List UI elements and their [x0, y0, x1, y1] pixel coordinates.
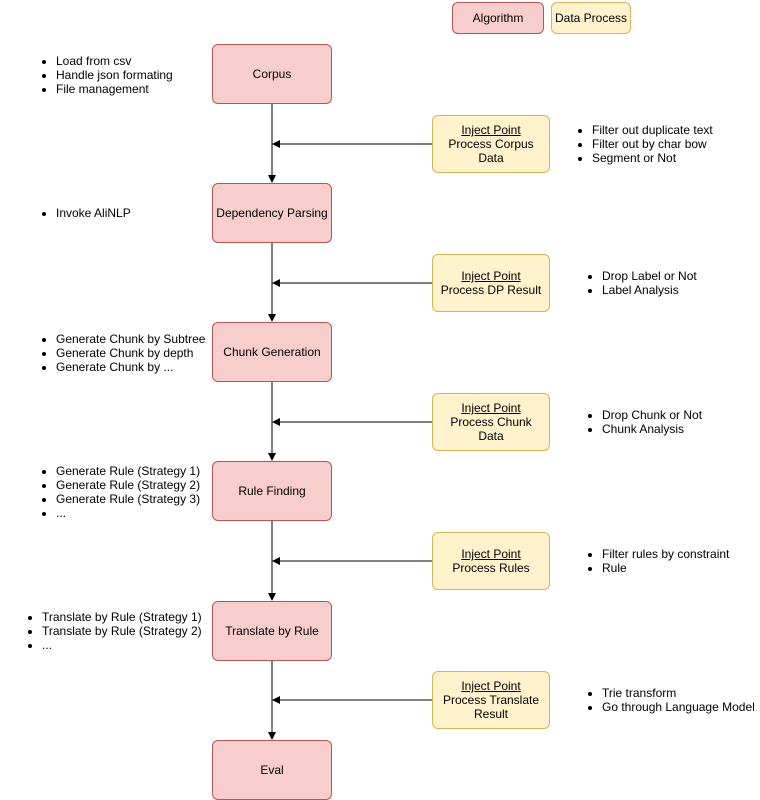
- inject-point-line: Process Chunk: [450, 415, 532, 429]
- inject-point-line: Process DP Result: [440, 283, 542, 297]
- translate-by-rule-notes: Translate by Rule (Strategy 1) Translate…: [26, 610, 202, 652]
- inject-point-translate-result: Inject Point Process Translate Result: [432, 671, 550, 729]
- step-label: Eval: [260, 763, 284, 777]
- inject-point-chunk-data: Inject Point Process Chunk Data: [432, 393, 550, 451]
- legend-data-process: Data Process: [551, 2, 631, 34]
- inject-rules-notes: Filter rules by constraint Rule: [586, 547, 729, 575]
- inject-point-corpus: Inject Point Process Corpus Data: [432, 115, 550, 173]
- list-item: Filter out by char bow: [592, 137, 713, 151]
- corpus-notes: Load from csv Handle json formating File…: [40, 54, 173, 96]
- inject-point-title: Inject Point: [461, 679, 521, 693]
- inject-point-title: Inject Point: [461, 269, 521, 283]
- step-translate-by-rule: Translate by Rule: [212, 601, 332, 661]
- list-item: Chunk Analysis: [602, 422, 702, 436]
- inject-dp-notes: Drop Label or Not Label Analysis: [586, 269, 697, 297]
- step-chunk-generation: Chunk Generation: [212, 322, 332, 382]
- list-item: Generate Rule (Strategy 1): [56, 464, 200, 478]
- dependency-parsing-notes: Invoke AliNLP: [40, 206, 131, 220]
- inject-point-title: Inject Point: [461, 401, 521, 415]
- list-item: Generate Chunk by depth: [56, 346, 205, 360]
- list-item: Drop Label or Not: [602, 269, 697, 283]
- list-item: Drop Chunk or Not: [602, 408, 702, 422]
- list-item: Rule: [602, 561, 729, 575]
- inject-point-title: Inject Point: [461, 123, 521, 137]
- list-item: Handle json formating: [56, 68, 173, 82]
- step-label: Rule Finding: [238, 484, 306, 498]
- list-item: Go through Language Model: [602, 700, 755, 714]
- chunk-generation-notes: Generate Chunk by Subtree Generate Chunk…: [40, 332, 205, 374]
- inject-point-line: Process Rules: [452, 561, 530, 575]
- step-label: Dependency Parsing: [216, 206, 328, 220]
- legend-algorithm: Algorithm: [452, 2, 544, 34]
- list-item: Generate Chunk by Subtree: [56, 332, 205, 346]
- legend-algorithm-label: Algorithm: [472, 11, 524, 25]
- list-item: Translate by Rule (Strategy 1): [42, 610, 202, 624]
- inject-chunk-notes: Drop Chunk or Not Chunk Analysis: [586, 408, 702, 436]
- inject-translate-notes: Trie transform Go through Language Model: [586, 686, 755, 714]
- list-item: Translate by Rule (Strategy 2): [42, 624, 202, 638]
- inject-point-title: Inject Point: [461, 547, 521, 561]
- inject-corpus-notes: Filter out duplicate text Filter out by …: [576, 123, 713, 165]
- list-item: Label Analysis: [602, 283, 697, 297]
- step-corpus: Corpus: [212, 44, 332, 104]
- step-eval: Eval: [212, 740, 332, 800]
- inject-point-line: Process Translate: [442, 693, 540, 707]
- list-item: ...: [42, 638, 202, 652]
- inject-point-line: Result: [473, 707, 508, 721]
- step-label: Corpus: [252, 67, 292, 81]
- list-item: Invoke AliNLP: [56, 206, 131, 220]
- inject-point-dp-result: Inject Point Process DP Result: [432, 254, 550, 312]
- list-item: File management: [56, 82, 173, 96]
- list-item: Generate Chunk by ...: [56, 360, 205, 374]
- step-label: Translate by Rule: [225, 624, 319, 638]
- rule-finding-notes: Generate Rule (Strategy 1) Generate Rule…: [40, 464, 200, 520]
- list-item: ...: [56, 506, 200, 520]
- inject-point-line: Data: [478, 151, 504, 165]
- list-item: Filter out duplicate text: [592, 123, 713, 137]
- step-rule-finding: Rule Finding: [212, 461, 332, 521]
- list-item: Segment or Not: [592, 151, 713, 165]
- step-label: Chunk Generation: [223, 345, 321, 359]
- inject-point-line: Process Corpus: [448, 137, 534, 151]
- inject-point-line: Data: [478, 429, 504, 443]
- list-item: Filter rules by constraint: [602, 547, 729, 561]
- list-item: Generate Rule (Strategy 3): [56, 492, 200, 506]
- list-item: Trie transform: [602, 686, 755, 700]
- inject-point-rules: Inject Point Process Rules: [432, 532, 550, 590]
- legend-data-process-label: Data Process: [554, 11, 628, 25]
- step-dependency-parsing: Dependency Parsing: [212, 183, 332, 243]
- list-item: Load from csv: [56, 54, 173, 68]
- list-item: Generate Rule (Strategy 2): [56, 478, 200, 492]
